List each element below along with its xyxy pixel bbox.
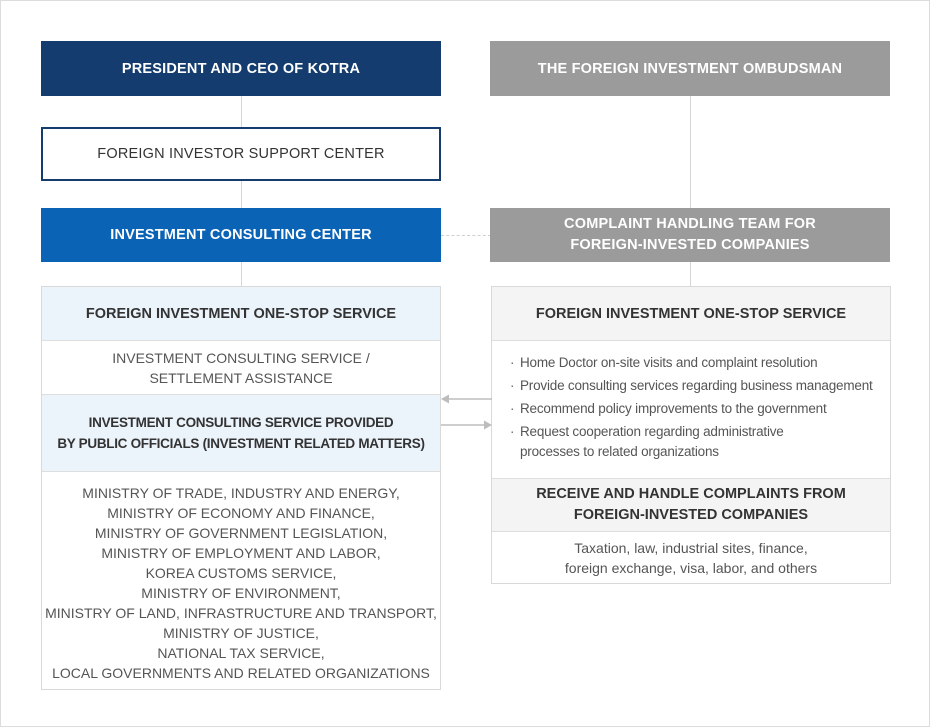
left-one-stop-panel: FOREIGN INVESTMENT ONE-STOP SERVICE INVE… [41, 286, 441, 690]
areas-line2: foreign exchange, visa, labor, and other… [564, 559, 818, 576]
consulting-center-label: INVESTMENT CONSULTING CENTER [110, 227, 372, 243]
consulting-service-cell: INVESTMENT CONSULTING SERVICE / SETTLEME… [42, 340, 440, 394]
areas-cell: Taxation, law, industrial sites, finance… [492, 531, 890, 583]
complaints-line2: FOREIGN-INVESTED COMPANIES [573, 507, 809, 523]
consulting-service-line2: SETTLEMENT ASSISTANCE [149, 369, 333, 386]
service-item: Provide consulting services regarding bu… [520, 378, 873, 393]
connector-line [690, 96, 691, 208]
bullet-dot: · [510, 424, 515, 439]
areas-line1: Taxation, law, industrial sites, finance… [574, 539, 808, 556]
ministry-item: MINISTRY OF EMPLOYMENT AND LABOR, [101, 544, 381, 561]
ministry-item: MINISTRY OF JUSTICE, [163, 624, 319, 641]
bullet-dot: · [510, 401, 515, 416]
president-box: PRESIDENT AND CEO OF KOTRA [41, 41, 441, 96]
connector-line [690, 262, 691, 287]
ministry-item: MINISTRY OF GOVERNMENT LEGISLATION, [94, 524, 388, 541]
bullet-dot: · [510, 378, 515, 393]
ombudsman-label: THE FOREIGN INVESTMENT OMBUDSMAN [537, 60, 843, 77]
public-officials-cell: INVESTMENT CONSULTING SERVICE PROVIDED B… [42, 394, 440, 471]
bullet-dot: · [510, 355, 515, 370]
list-item: · Home Doctor on-site visits and complain… [510, 353, 884, 373]
right-panel-title: FOREIGN INVESTMENT ONE-STOP SERVICE [535, 305, 847, 322]
connector-line [241, 262, 242, 287]
ministry-item: MINISTRY OF ECONOMY AND FINANCE, [107, 504, 375, 521]
public-officials-line1: INVESTMENT CONSULTING SERVICE PROVIDED [88, 415, 394, 430]
ombudsman-box: THE FOREIGN INVESTMENT OMBUDSMAN [490, 41, 890, 96]
ministry-item: MINISTRY OF ENVIRONMENT, [141, 584, 341, 601]
right-one-stop-panel: FOREIGN INVESTMENT ONE-STOP SERVICE · Hom… [491, 286, 891, 584]
ministry-item: MINISTRY OF TRADE, INDUSTRY AND ENERGY, [82, 484, 400, 501]
list-item: · Recommend policy improvements to the go… [510, 399, 884, 419]
left-panel-title: FOREIGN INVESTMENT ONE-STOP SERVICE [85, 305, 397, 322]
complaint-team-line2: FOREIGN-INVESTED COMPANIES [570, 237, 810, 253]
services-cell: · Home Doctor on-site visits and complain… [492, 340, 890, 478]
support-center-label: FOREIGN INVESTOR SUPPORT CENTER [97, 146, 385, 162]
arrow-right-icon [441, 420, 492, 430]
complaints-line1: RECEIVE AND HANDLE COMPLAINTS FROM [536, 486, 846, 502]
public-officials-line2: BY PUBLIC OFFICIALS (INVESTMENT RELATED … [57, 436, 425, 451]
left-panel-header: FOREIGN INVESTMENT ONE-STOP SERVICE [42, 287, 440, 340]
service-item: Home Doctor on-site visits and complaint… [520, 355, 818, 370]
complaint-team-line1: COMPLAINT HANDLING TEAM FOR [564, 216, 816, 232]
ministries-cell: MINISTRY OF TRADE, INDUSTRY AND ENERGY, … [42, 471, 440, 689]
ministry-item: NATIONAL TAX SERVICE, [157, 644, 325, 661]
connector-line [241, 96, 242, 128]
service-item: Recommend policy improvements to the gov… [520, 401, 827, 416]
ministry-item: MINISTRY OF LAND, INFRASTRUCTURE AND TRA… [45, 604, 437, 621]
consulting-center-box: INVESTMENT CONSULTING CENTER [41, 208, 441, 262]
arrow-left-icon [441, 394, 492, 404]
services-list: · Home Doctor on-site visits and complain… [510, 353, 884, 465]
dashed-link [441, 235, 491, 236]
complaints-cell: RECEIVE AND HANDLE COMPLAINTS FROM FOREI… [492, 478, 890, 531]
list-item: · Request cooperation regarding administr… [510, 422, 800, 462]
consulting-service-line1: INVESTMENT CONSULTING SERVICE / [112, 349, 370, 366]
connector-line [241, 180, 242, 208]
right-panel-header: FOREIGN INVESTMENT ONE-STOP SERVICE [492, 287, 890, 340]
president-label: PRESIDENT AND CEO OF KOTRA [121, 60, 361, 77]
ministry-item: LOCAL GOVERNMENTS AND RELATED ORGANIZATI… [52, 664, 430, 681]
list-item: · Provide consulting services regarding b… [510, 376, 884, 396]
support-center-box: FOREIGN INVESTOR SUPPORT CENTER [41, 127, 441, 181]
ministry-item: KOREA CUSTOMS SERVICE, [145, 564, 337, 581]
service-item: Request cooperation regarding administra… [520, 424, 784, 459]
complaint-team-box: COMPLAINT HANDLING TEAM FOR FOREIGN-INVE… [490, 208, 890, 262]
